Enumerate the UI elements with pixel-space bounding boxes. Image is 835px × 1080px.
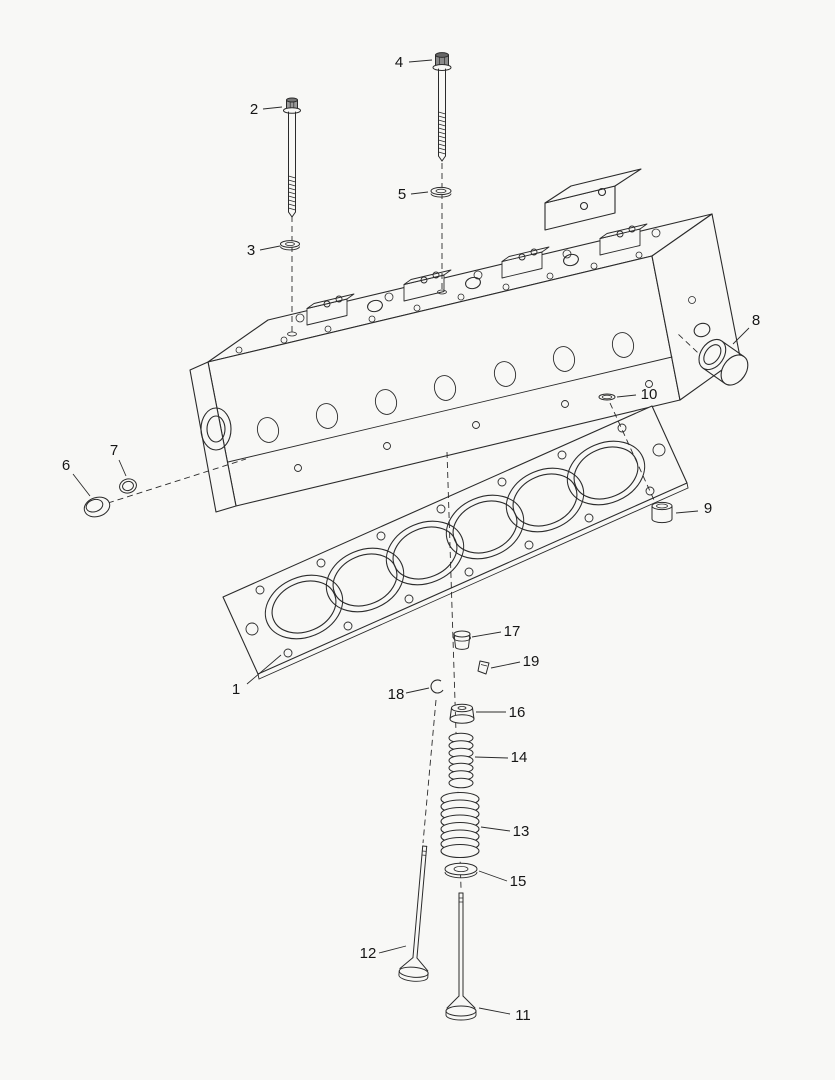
callout-13: 13 — [480, 823, 530, 840]
head-gasket-drawing — [222, 405, 689, 680]
callout-5-label: 5 — [398, 186, 406, 203]
callout-9: 9 — [675, 500, 712, 517]
ring-10-drawing — [598, 393, 616, 401]
o-ring-7-drawing — [119, 478, 137, 494]
callout-18: 18 — [388, 686, 430, 703]
keeper-19-drawing — [477, 660, 490, 675]
callout-11: 11 — [478, 1007, 531, 1024]
callout-8-label: 8 — [752, 312, 760, 329]
callout-15: 15 — [478, 870, 527, 890]
callout-7-label: 7 — [110, 442, 118, 459]
callout-6-label: 6 — [62, 457, 70, 474]
valve-11-drawing — [445, 892, 477, 1021]
cap-9-drawing — [651, 501, 673, 524]
callout-15-label: 15 — [510, 873, 527, 890]
plug-6-drawing — [83, 496, 111, 518]
callout-18-label: 18 — [388, 686, 405, 703]
callout-4-label: 4 — [395, 54, 403, 71]
callout-17-label: 17 — [504, 623, 521, 640]
valve-seal-17-drawing — [452, 630, 471, 650]
callout-4: 4 — [395, 54, 433, 71]
callout-3-label: 3 — [247, 242, 255, 259]
callout-9-label: 9 — [704, 500, 712, 517]
callout-19-label: 19 — [523, 653, 540, 670]
clip-18-drawing — [430, 679, 444, 694]
inner-spring-14-drawing — [448, 732, 474, 789]
callout-17: 17 — [471, 623, 521, 640]
callout-14-label: 14 — [511, 749, 528, 766]
callout-13-label: 13 — [513, 823, 530, 840]
callout-16: 16 — [476, 704, 525, 721]
callout-16-label: 16 — [509, 704, 526, 721]
head-bolt-4-drawing — [432, 52, 452, 162]
valve-12-drawing — [398, 845, 429, 982]
callout-5: 5 — [398, 186, 429, 203]
callout-8: 8 — [732, 312, 760, 345]
washer-5-drawing — [430, 186, 452, 198]
washer-3-drawing — [280, 240, 300, 251]
head-bolt-2-drawing — [283, 97, 301, 218]
callout-12-label: 12 — [360, 945, 377, 962]
callout-12: 12 — [360, 945, 407, 962]
outer-spring-13-drawing — [440, 791, 480, 859]
callout-3: 3 — [247, 242, 281, 259]
callout-1-label: 1 — [232, 681, 240, 698]
callout-14: 14 — [474, 749, 528, 766]
callout-1: 1 — [232, 654, 282, 698]
callout-10-label: 10 — [641, 386, 658, 403]
retainer-16-drawing — [449, 703, 475, 724]
callout-2: 2 — [250, 101, 283, 118]
sleeve-8-drawing — [698, 338, 749, 386]
spring-seat-15-drawing — [444, 862, 478, 879]
callout-10: 10 — [616, 386, 658, 403]
callout-7: 7 — [110, 442, 127, 477]
callout-2-label: 2 — [250, 101, 258, 118]
callout-6: 6 — [62, 457, 91, 497]
callout-19: 19 — [490, 653, 540, 670]
callout-11-label: 11 — [515, 1007, 531, 1024]
